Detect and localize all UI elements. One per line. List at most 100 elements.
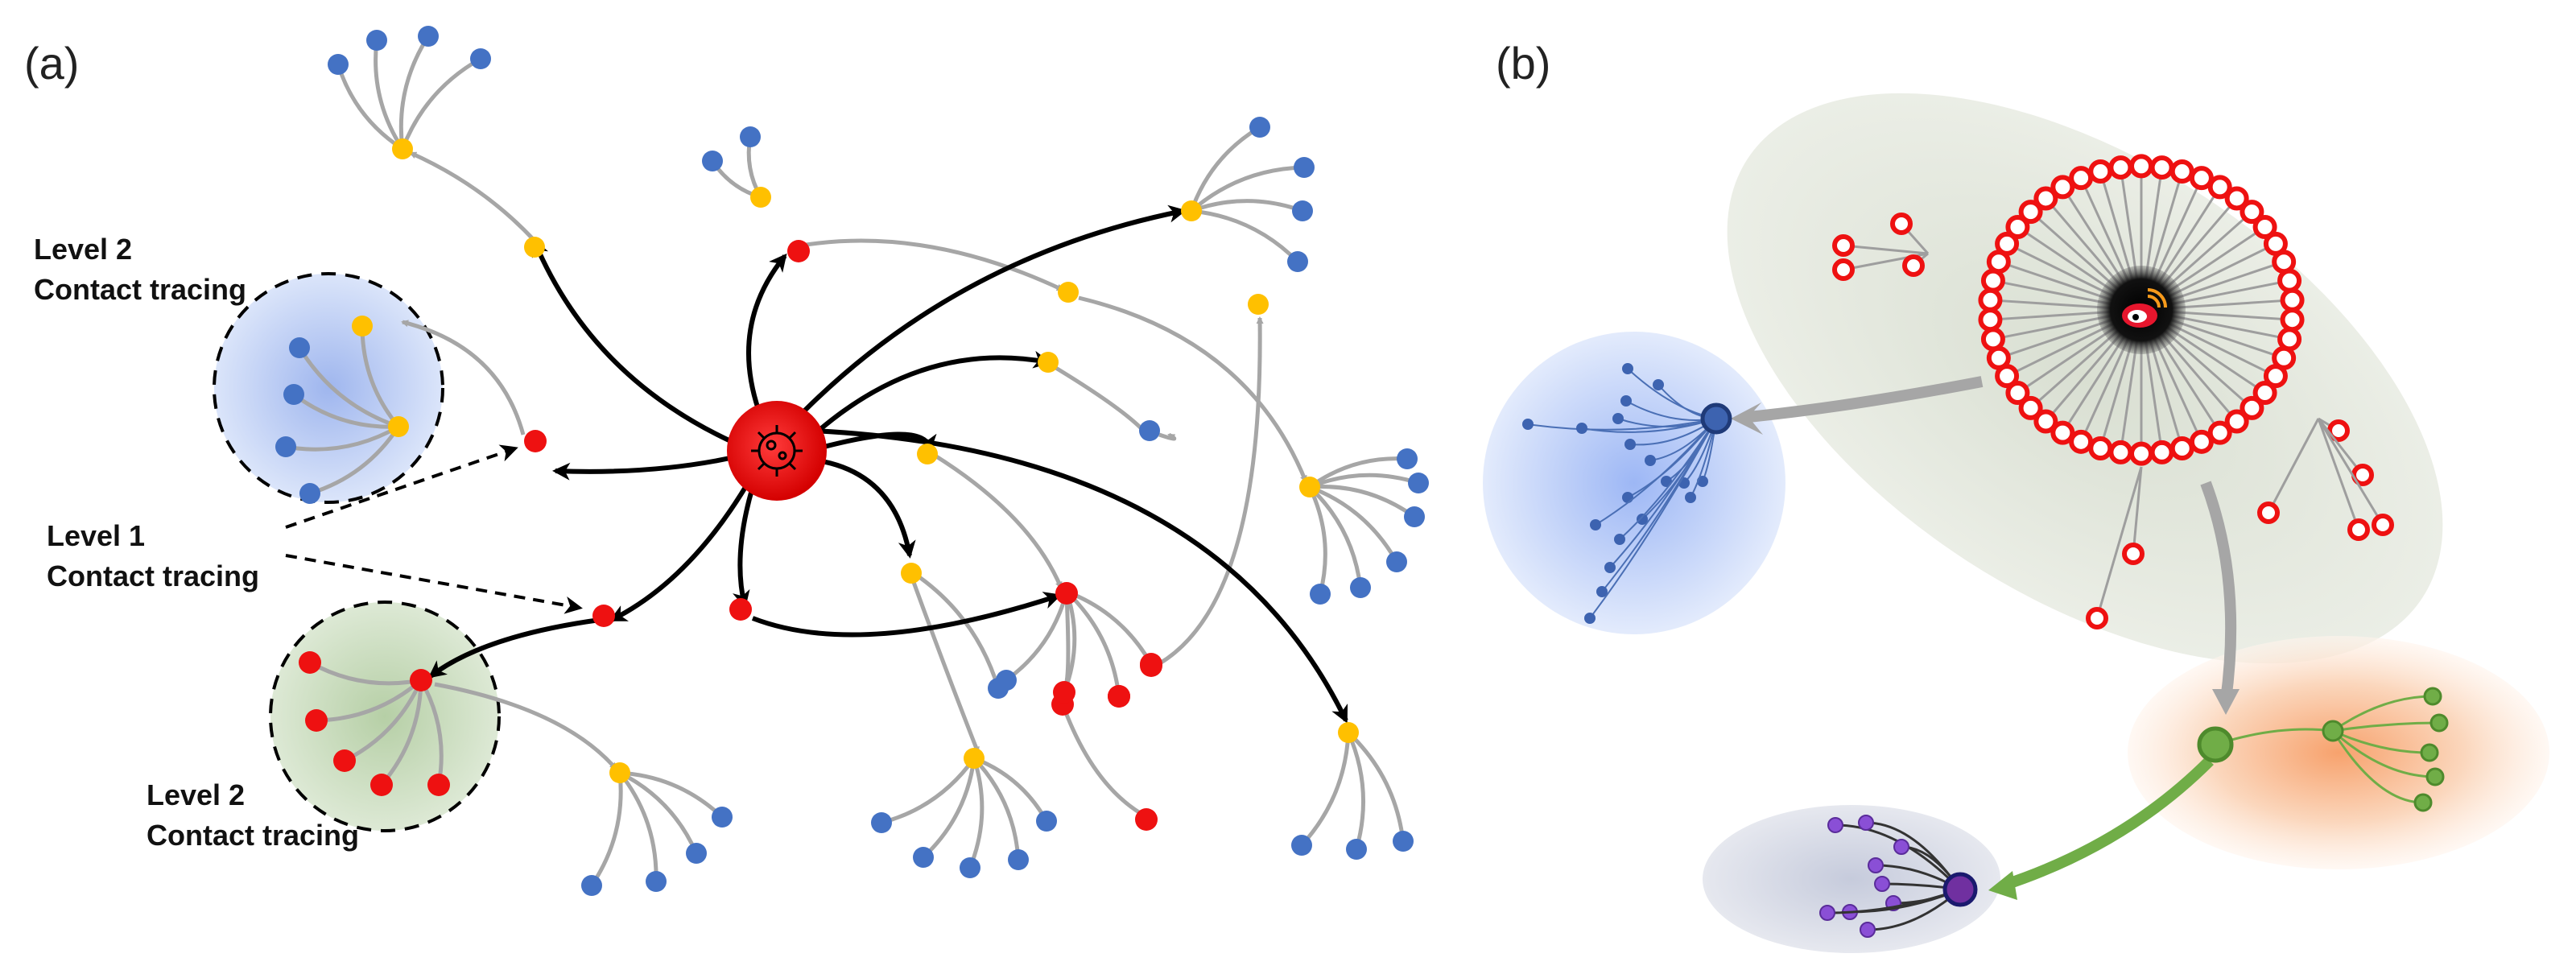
svg-text:Contact tracing: Contact tracing (34, 273, 246, 306)
blue-node (366, 30, 387, 51)
purple-hub-node (1942, 872, 1978, 907)
red-node (1135, 808, 1158, 831)
blue-node (1346, 839, 1367, 860)
svg-text:Level 1: Level 1 (47, 519, 145, 552)
red-node (2277, 327, 2302, 352)
red-node (2224, 409, 2249, 434)
arrow-to-orange-community (2200, 481, 2237, 701)
yellow-node (917, 444, 938, 464)
edge-to-yellow-lower (804, 456, 916, 559)
blue-node (1653, 379, 1664, 390)
blue-node (913, 847, 934, 868)
red-node (2069, 429, 2094, 454)
yellow-node (1058, 282, 1079, 303)
red-node (1986, 345, 2011, 370)
red-node (2207, 175, 2232, 200)
red-node (2005, 380, 2030, 405)
blue-node (871, 812, 892, 833)
blue-node (289, 337, 310, 358)
green-node (2413, 793, 2433, 812)
blue-node (1645, 455, 1656, 466)
blue-node (1292, 200, 1313, 221)
blue-node (328, 54, 349, 75)
red-node (2018, 395, 2043, 420)
red-node (2224, 186, 2249, 211)
svg-text:Level 2: Level 2 (34, 233, 132, 266)
blue-community-zone (1483, 332, 1785, 634)
blue-node (686, 843, 707, 864)
red-node (729, 598, 752, 621)
edge-to-red-cluster (427, 617, 601, 679)
blue-node (1397, 448, 1418, 469)
edge-to-red-bottom (733, 486, 755, 609)
red-node (2033, 409, 2058, 434)
green-node (2425, 767, 2445, 786)
red-node (2169, 159, 2194, 184)
red-node (2240, 200, 2264, 225)
blue-node (1685, 492, 1696, 503)
red-node (2327, 419, 2350, 442)
edge-to-red-lower-left (609, 473, 755, 622)
edge-to-yellow-top (531, 238, 754, 453)
blue-node (1576, 423, 1587, 434)
green-node (2420, 743, 2439, 762)
blue-node (418, 26, 439, 47)
red-node (2050, 420, 2075, 445)
svg-text:Contact tracing: Contact tracing (147, 819, 359, 852)
blue-node (1294, 157, 1315, 178)
red-node (2252, 380, 2277, 405)
svg-text:Level 2: Level 2 (147, 778, 245, 811)
red-node (2108, 155, 2133, 180)
red-node (2108, 440, 2133, 464)
edge-to-red-center (751, 592, 1062, 638)
red-node (2240, 395, 2264, 420)
red-node (370, 774, 393, 796)
edge-to-red-top (746, 253, 787, 428)
green-node (2322, 720, 2344, 742)
panel-b-network (1483, 93, 2549, 953)
blue-node (1661, 476, 1672, 487)
blue-node (1393, 831, 1414, 852)
red-node (1055, 582, 1078, 605)
panel-b-label: (b) (1496, 38, 1550, 89)
red-node (1890, 213, 1913, 235)
blue-node (1612, 413, 1624, 424)
blue-node (1386, 551, 1407, 572)
purple-node (1860, 922, 1876, 938)
yellow-node (964, 748, 985, 769)
yellow-node (1038, 352, 1059, 373)
blue-node (646, 871, 667, 892)
blue-node (1596, 586, 1608, 597)
yellow-node (1299, 477, 1320, 497)
red-node (2086, 607, 2108, 629)
red-node (305, 709, 328, 732)
red-node (2280, 287, 2305, 312)
blue-node (1249, 117, 1270, 138)
level2-bottom-zone (269, 601, 501, 832)
red-node (2189, 166, 2214, 191)
blue-node (283, 384, 304, 405)
purple-community-zone (1703, 805, 2000, 953)
blue-node (1620, 395, 1632, 407)
red-node (2149, 440, 2174, 464)
red-node (1832, 234, 1855, 257)
blue-node (1036, 811, 1057, 832)
red-node (1832, 258, 1855, 281)
blue-node (470, 48, 491, 69)
purple-node (1858, 815, 1874, 831)
red-node (1980, 268, 2005, 293)
edge-to-yellow-mid (803, 350, 1051, 445)
blue-node (1350, 577, 1371, 598)
red-node (1053, 681, 1075, 704)
annotation-arrows (285, 444, 583, 614)
red-node (2169, 435, 2194, 460)
red-node (2129, 154, 2153, 179)
green-node (2423, 687, 2442, 706)
blue-node (702, 151, 723, 171)
red-node (2347, 518, 2370, 541)
yellow-node (1248, 294, 1269, 315)
yellow-node (392, 138, 413, 159)
red-node (2088, 435, 2113, 460)
red-node (2018, 200, 2043, 225)
index-case-node (727, 401, 827, 501)
